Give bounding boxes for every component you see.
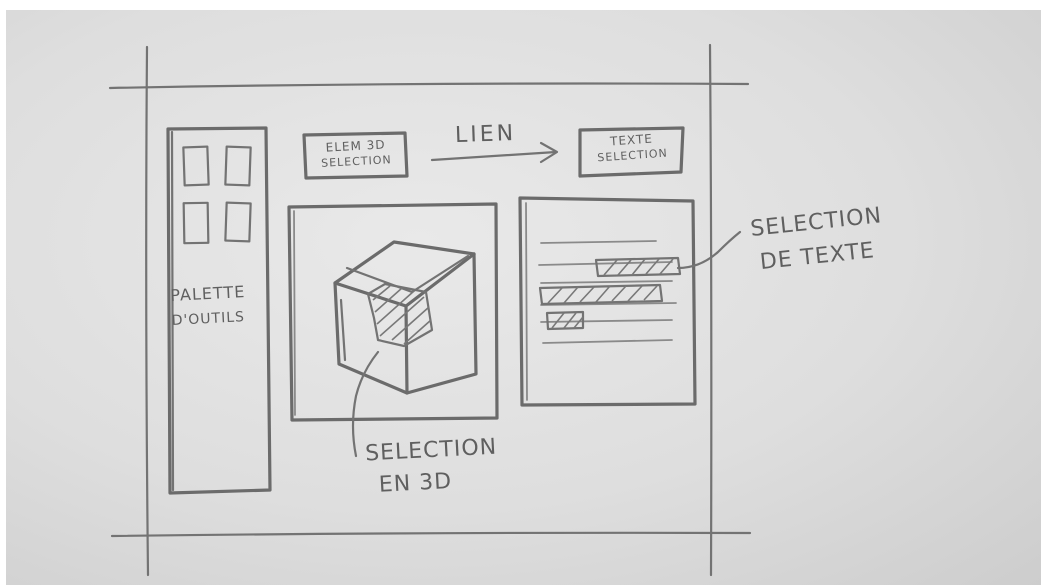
tool-palette-panel: [166, 126, 272, 495]
3d-view-panel: [287, 202, 499, 422]
link-label: LIEN: [454, 120, 517, 149]
palette-tool-icon-4: [224, 201, 252, 243]
palette-tool-icon-3: [182, 201, 210, 245]
frame-bottom-line: [110, 531, 752, 538]
text-selection-highlight-1: [594, 256, 682, 278]
paper-background: [6, 10, 1041, 585]
text-callout-pointer: [676, 230, 742, 270]
3d-callout-pointer: [351, 350, 380, 458]
frame-left-line: [145, 45, 150, 577]
text-selection-box: [578, 126, 685, 178]
palette-label: PALETTE D'OUTILS: [169, 282, 247, 329]
palette-label-line2: D'OUTILS: [171, 309, 246, 329]
3d-selection-annotation: SELECTION EN 3D: [364, 434, 500, 498]
text-selection-highlight-3: [545, 310, 585, 331]
text-lines: [538, 240, 677, 344]
elem3d-selection-box: [302, 131, 409, 180]
3d-object-cube: [333, 240, 478, 395]
frame-top-line: [108, 82, 750, 90]
elem3d-selection-label: ELEM 3D SELECTION: [309, 137, 402, 169]
text-selection-highlight-2: [538, 283, 664, 306]
frame-right-line: [708, 43, 713, 577]
palette-tool-icon-1: [182, 145, 210, 187]
text-view-panel: [518, 196, 697, 407]
text-selection-box-label: TEXTE SELECTION: [585, 131, 679, 165]
palette-tool-icon-2: [224, 145, 252, 187]
3d-annotation-line1: SELECTION: [364, 434, 498, 467]
link-arrow: [430, 150, 558, 162]
3d-selection-highlight: [366, 282, 434, 348]
palette-label-line1: PALETTE: [169, 282, 246, 305]
